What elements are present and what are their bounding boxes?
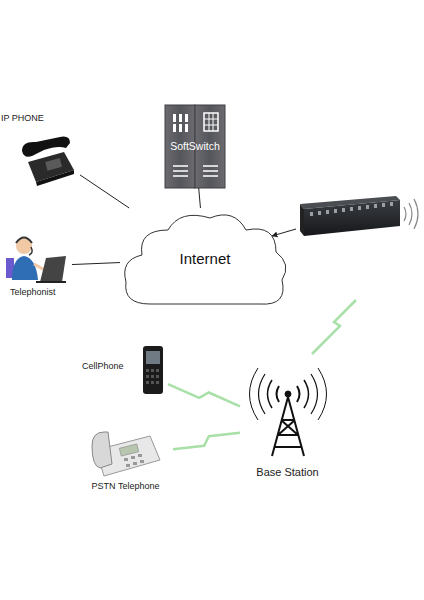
network-link <box>80 175 129 208</box>
node-label: CellPhone <box>82 362 124 372</box>
node-label: IP PHONE <box>1 114 44 124</box>
network-link <box>72 263 120 265</box>
node-label: SoftSwitch <box>165 141 225 153</box>
node-label: PSTN Telephone <box>78 482 173 492</box>
internet-cloud: Internet <box>120 208 290 310</box>
telephonist-node: Telephonist <box>2 232 72 300</box>
cellphone-node: CellPhone <box>80 343 168 398</box>
ip-phone-illustration <box>22 137 74 186</box>
base-station-node: Base Station <box>240 362 335 480</box>
pstn-phone-illustration <box>92 432 160 476</box>
ip-phone-node: IP PHONE <box>0 112 80 184</box>
softswitch-node: SoftSwitch <box>165 105 225 188</box>
gateway-device <box>300 196 418 236</box>
radio-link <box>173 433 240 450</box>
base-station-tower <box>250 368 327 456</box>
radio-link <box>168 384 240 406</box>
pstn-telephone-node: PSTN Telephone <box>78 428 173 494</box>
radio-link <box>312 300 356 354</box>
node-label: Base Station <box>240 466 335 478</box>
cellphone-illustration <box>143 346 163 394</box>
telephonist-illustration <box>6 238 66 283</box>
gateway-link <box>272 229 296 236</box>
node-label: Internet <box>120 251 290 268</box>
network-link <box>199 188 201 208</box>
node-label: Telephonist <box>10 288 56 298</box>
softswitch-server <box>165 105 225 188</box>
